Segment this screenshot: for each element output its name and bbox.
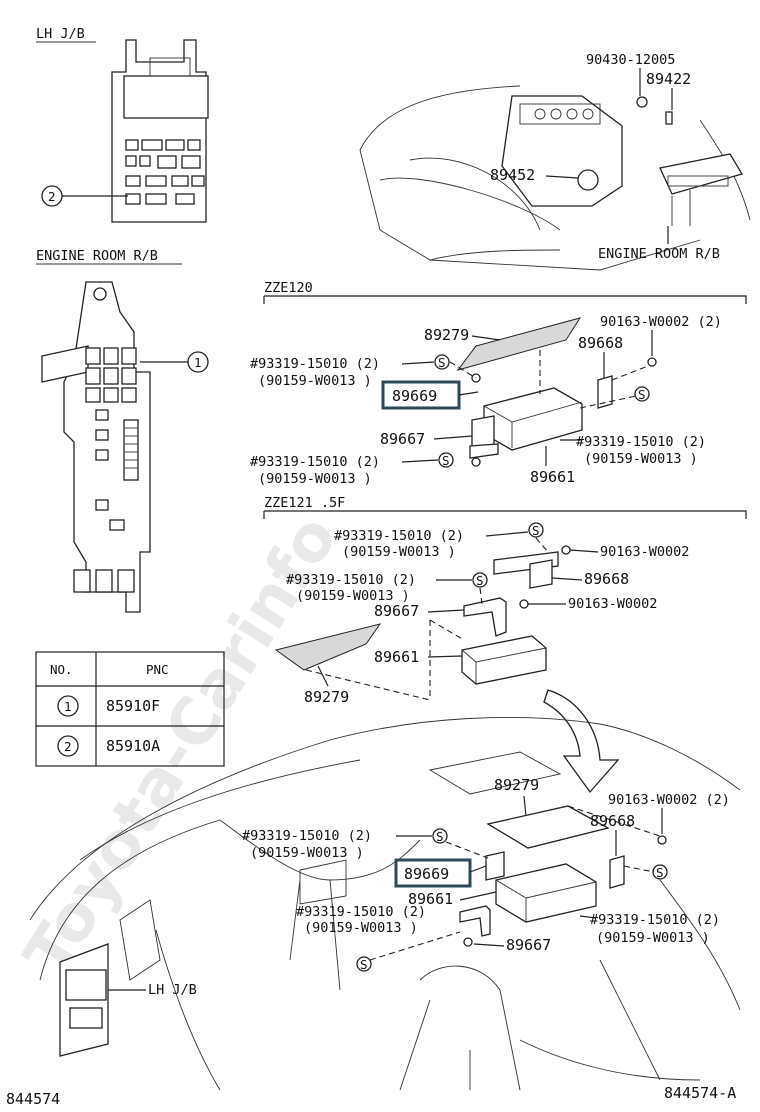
pnc-col-pnc: PNC bbox=[146, 662, 169, 677]
zze120-illustration: S S S bbox=[434, 317, 657, 468]
zze120-part-89279: 89279 bbox=[424, 326, 469, 344]
svg-text:2: 2 bbox=[48, 189, 56, 204]
part-89422: 89422 bbox=[646, 70, 691, 88]
svg-text:S: S bbox=[656, 865, 664, 880]
svg-text:S: S bbox=[476, 573, 484, 588]
zze121-bolt-b-sub: (90159-W0013 ) bbox=[296, 588, 410, 604]
zze121-part-89661: 89661 bbox=[374, 648, 419, 666]
zze120-title: ZZE120 bbox=[264, 280, 313, 296]
svg-text:1: 1 bbox=[194, 355, 202, 370]
pnc-row-1-pnc: 85910F bbox=[106, 697, 160, 715]
lh-jb-title: LH J/B bbox=[36, 26, 85, 42]
dash-part-90163: 90163-W0002 (2) bbox=[608, 792, 730, 808]
callout-1: 1 bbox=[140, 351, 209, 373]
zze120-part-89667: 89667 bbox=[380, 430, 425, 448]
zze121-bolt-b: #93319-15010 (2) bbox=[286, 572, 416, 588]
zze120-part-89669: 89669 bbox=[392, 387, 437, 405]
zze120-bolt-c: #93319-15010 (2) bbox=[250, 454, 380, 470]
zze121-bolt-a: #93319-15010 (2) bbox=[334, 528, 464, 544]
zze121-part-89279: 89279 bbox=[304, 688, 349, 706]
svg-text:S: S bbox=[436, 829, 444, 844]
engine-room-rb-title: ENGINE ROOM R/B bbox=[36, 248, 158, 264]
dash-part-89668: 89668 bbox=[590, 812, 635, 830]
dash-bolt-c-sub: (90159-W0013 ) bbox=[596, 930, 710, 946]
dash-bolt-b: #93319-15010 (2) bbox=[296, 904, 426, 920]
svg-text:S: S bbox=[532, 523, 540, 538]
engine-room-rb-top-label: ENGINE ROOM R/B bbox=[598, 246, 720, 262]
zze120-bolt-a-sub: (90159-W0013 ) bbox=[258, 373, 372, 389]
lh-jb-bottom-label: LH J/B bbox=[148, 982, 197, 998]
svg-text:S: S bbox=[638, 387, 646, 402]
dash-part-89667: 89667 bbox=[506, 936, 551, 954]
pnc-col-no: NO. bbox=[50, 662, 73, 677]
zze120-bolt-c-sub: (90159-W0013 ) bbox=[258, 471, 372, 487]
dash-part-89279: 89279 bbox=[494, 776, 539, 794]
dash-bolt-a-sub: (90159-W0013 ) bbox=[250, 845, 364, 861]
dash-bolt-c: #93319-15010 (2) bbox=[590, 912, 720, 928]
svg-text:S: S bbox=[360, 957, 368, 972]
zze120-bolt-b: #93319-15010 (2) bbox=[576, 434, 706, 450]
zze120-part-89661: 89661 bbox=[530, 468, 575, 486]
zze121-part-89668: 89668 bbox=[584, 570, 629, 588]
zze121-part-90163b: 90163-W0002 bbox=[568, 596, 657, 612]
zze121-illustration: S S bbox=[274, 522, 571, 701]
down-arrow bbox=[543, 689, 620, 794]
callout-2-top: 2 bbox=[41, 185, 128, 207]
pnc-row-2-no: 2 bbox=[64, 739, 72, 754]
zze121-part-90163a: 90163-W0002 bbox=[600, 544, 689, 560]
lh-junction-block bbox=[111, 39, 209, 223]
zze120-bolt-b-sub: (90159-W0013 ) bbox=[584, 451, 698, 467]
zze120-part-90163: 90163-W0002 (2) bbox=[600, 314, 722, 330]
lh-jb-bottom-illustration bbox=[59, 943, 146, 1057]
pnc-table: NO. PNC 1 85910F 2 85910A bbox=[35, 651, 225, 767]
dash-part-89661: 89661 bbox=[408, 890, 453, 908]
svg-text:S: S bbox=[438, 355, 446, 370]
engine-bay-illustration bbox=[359, 85, 751, 271]
svg-text:S: S bbox=[442, 453, 450, 468]
diagram-code-left: 844574 bbox=[6, 1090, 60, 1108]
dash-bolt-b-sub: (90159-W0013 ) bbox=[304, 920, 418, 936]
diagram-code-right: 844574-A bbox=[664, 1084, 736, 1102]
dashboard-illustration: S S S bbox=[29, 716, 741, 1091]
zze121-bolt-a-sub: (90159-W0013 ) bbox=[342, 544, 456, 560]
zze121-part-89667: 89667 bbox=[374, 602, 419, 620]
zze121-title: ZZE121 .5F bbox=[264, 495, 345, 511]
dash-bolt-a: #93319-15010 (2) bbox=[242, 828, 372, 844]
pnc-row-2-pnc: 85910A bbox=[106, 737, 160, 755]
pnc-row-1-no: 1 bbox=[64, 699, 72, 714]
engine-room-relay-block bbox=[41, 281, 151, 613]
part-90430-12005: 90430-12005 bbox=[586, 52, 675, 68]
zze120-bolt-a: #93319-15010 (2) bbox=[250, 356, 380, 372]
zze120-part-89668: 89668 bbox=[578, 334, 623, 352]
part-89452: 89452 bbox=[490, 166, 535, 184]
dash-highlight-89669 bbox=[394, 858, 472, 888]
dash-part-89669: 89669 bbox=[404, 865, 449, 883]
